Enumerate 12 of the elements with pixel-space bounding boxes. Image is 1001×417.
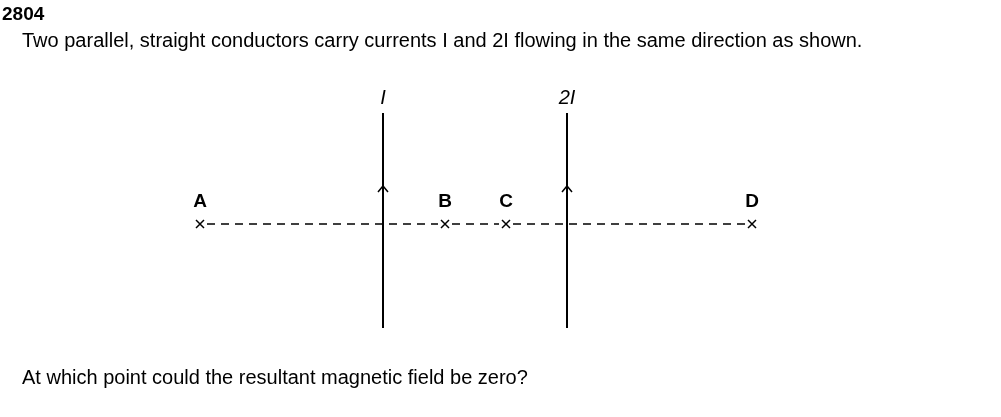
point-label: C [498, 190, 514, 212]
dashed-line [206, 223, 439, 225]
dashed-line [512, 223, 746, 225]
question-number: 2804 [2, 3, 45, 25]
current-label: I [379, 86, 387, 108]
point-label: B [437, 190, 453, 212]
dashed-line [451, 223, 500, 225]
point-label: A [192, 190, 208, 212]
question-text: At which point could the resultant magnetic field be zero? [22, 366, 528, 389]
current-label: 2I [557, 86, 577, 108]
question-text: Two parallel, straight conductors carry currents I and 2I flowing in the same direction as shown. [22, 29, 863, 52]
point-label: D [744, 190, 760, 212]
